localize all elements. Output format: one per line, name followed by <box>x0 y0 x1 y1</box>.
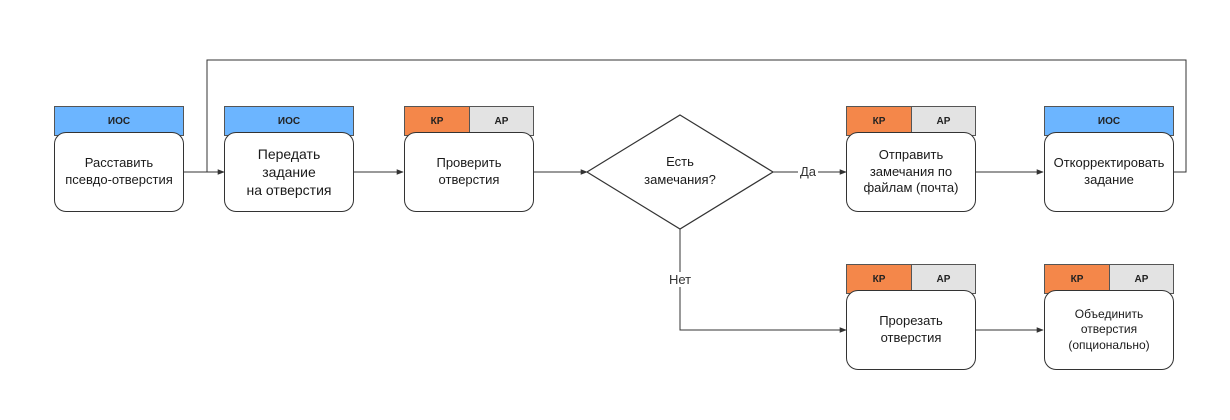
node-place-pseudo-holes[interactable]: ИОС Расставить псевдо-отверстия <box>54 106 184 214</box>
edge-label-yes: Да <box>798 164 819 179</box>
node-send-remarks[interactable]: КР АР Отправить замечания по файлам (поч… <box>846 106 976 214</box>
discipline-tags: КР АР <box>846 106 976 136</box>
tag-kr: КР <box>846 264 912 294</box>
tag-kr: КР <box>404 106 470 136</box>
node-label: Проверить отверстия <box>404 132 534 212</box>
node-label: Передать задание на отверстия <box>224 132 354 212</box>
node-text: Прорезать отверстия <box>879 313 943 345</box>
node-merge-holes[interactable]: КР АР Объединить отверстия (опционально) <box>1044 264 1174 372</box>
discipline-tags: ИОС <box>54 106 184 136</box>
decision-label[interactable]: Есть замечания? <box>585 153 775 189</box>
tag-ar: АР <box>912 264 976 294</box>
edge-decision-n7 <box>679 229 847 333</box>
node-check-holes[interactable]: КР АР Проверить отверстия <box>404 106 534 214</box>
tag-ios: ИОС <box>54 106 184 136</box>
node-send-task[interactable]: ИОС Передать задание на отверстия <box>224 106 354 214</box>
tag-kr: КР <box>846 106 912 136</box>
node-text: Отправить замечания по файлам (почта) <box>863 146 959 196</box>
decision-diamond <box>585 114 775 230</box>
discipline-tags: ИОС <box>224 106 354 136</box>
discipline-tags: КР АР <box>846 264 976 294</box>
edge-label-no: Нет <box>667 272 694 287</box>
tag-ios: ИОС <box>224 106 354 136</box>
decision-text: Есть замечания? <box>644 154 716 188</box>
discipline-tags: ИОС <box>1044 106 1174 136</box>
node-text: Передать задание на отверстия <box>246 145 332 199</box>
node-text: Откорректировать задание <box>1053 155 1165 187</box>
node-label: Прорезать отверстия <box>846 290 976 370</box>
node-label: Отправить замечания по файлам (почта) <box>846 132 976 212</box>
tag-ar: АР <box>470 106 534 136</box>
tag-ios: ИОС <box>1044 106 1174 136</box>
edge-loop-n6-n2 <box>206 59 1187 173</box>
node-label: Расставить псевдо-отверстия <box>54 132 184 212</box>
discipline-tags: КР АР <box>404 106 534 136</box>
node-label: Объединить отверстия (опционально) <box>1044 290 1174 370</box>
node-text: Расставить псевдо-отверстия <box>65 155 173 187</box>
node-correct-task[interactable]: ИОС Откорректировать задание <box>1044 106 1174 214</box>
node-cut-holes[interactable]: КР АР Прорезать отверстия <box>846 264 976 372</box>
node-text: Проверить отверстия <box>436 155 502 187</box>
node-label: Откорректировать задание <box>1044 132 1174 212</box>
node-text: Объединить отверстия (опционально) <box>1068 306 1150 352</box>
